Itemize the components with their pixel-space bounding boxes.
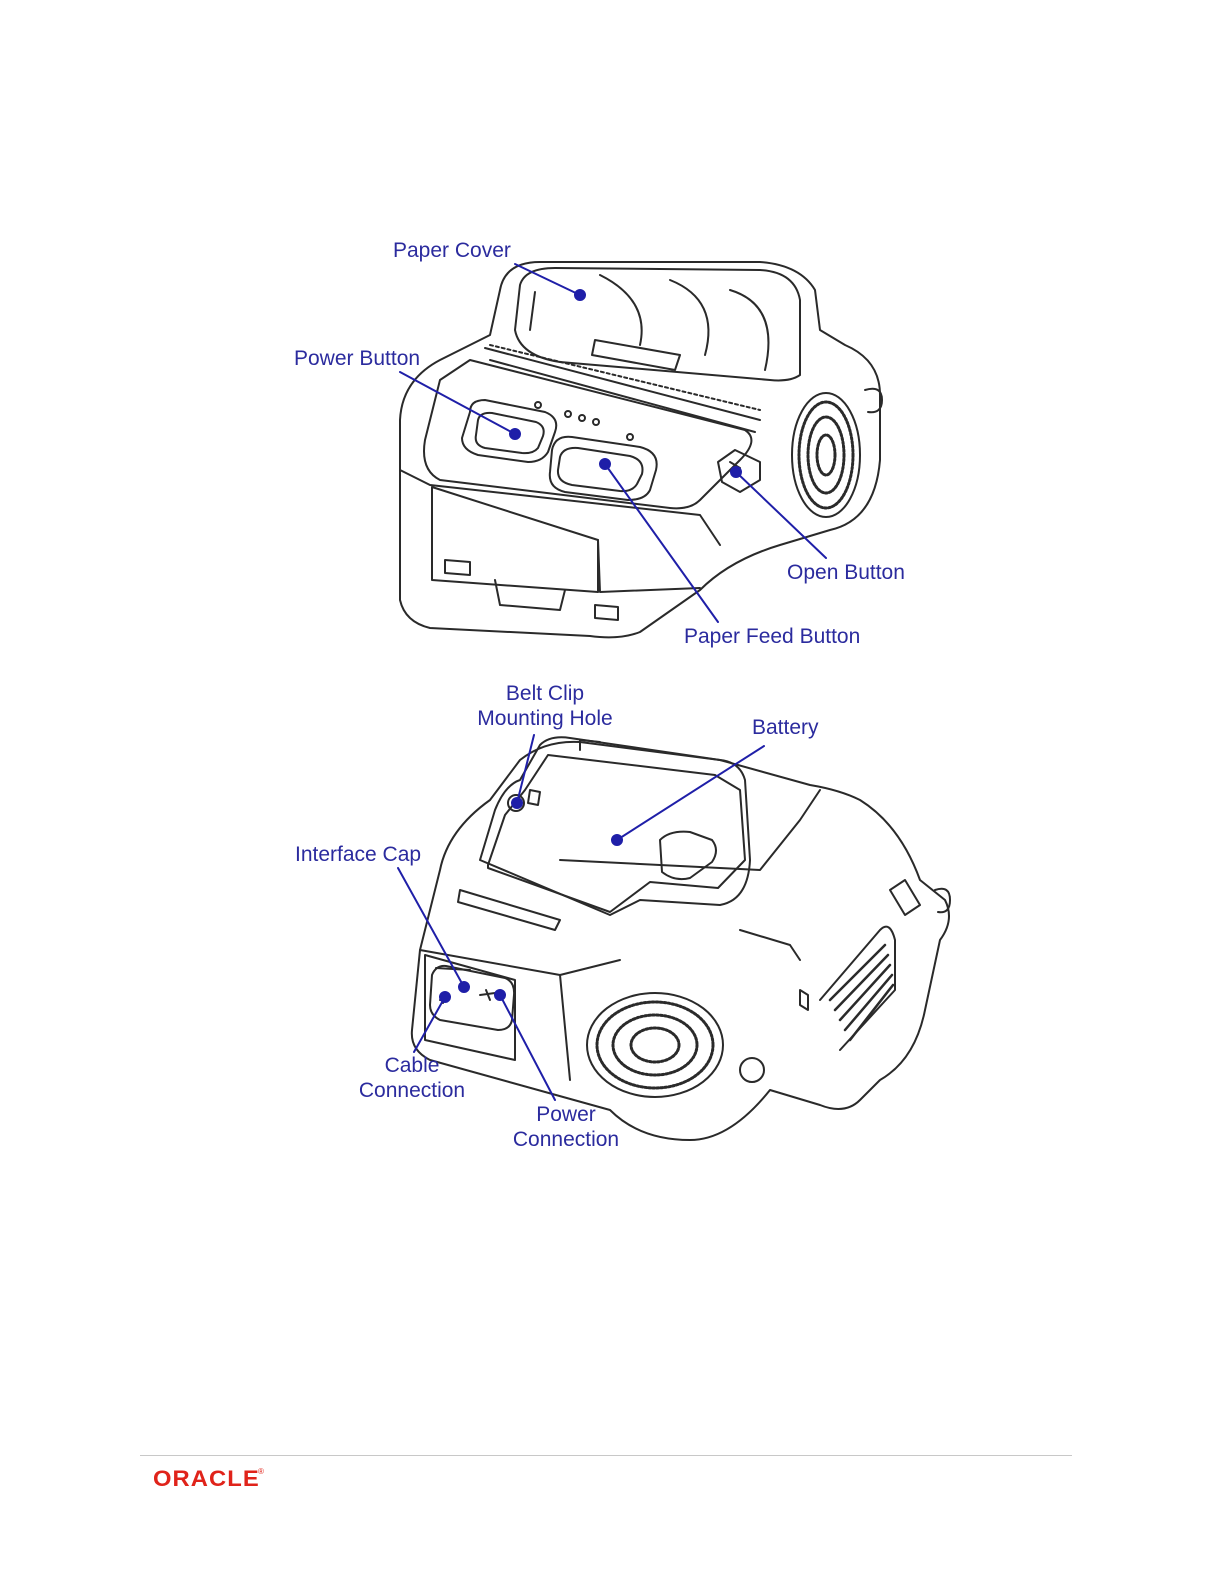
label-open-button: Open Button [787, 560, 905, 585]
footer-divider [140, 1455, 1072, 1456]
label-power-connection-line1: Power [536, 1102, 596, 1127]
label-cable-connection-line1: Cable [385, 1053, 440, 1078]
registered-mark: ® [258, 1467, 264, 1476]
label-paper-feed-button: Paper Feed Button [684, 624, 860, 649]
label-power-connection-line2: Connection [513, 1127, 619, 1152]
printer-bottom-view [412, 737, 950, 1140]
oracle-logo: ORACLE [153, 1466, 260, 1492]
label-belt-clip-line2: Mounting Hole [477, 706, 612, 731]
label-interface-cap: Interface Cap [295, 842, 421, 867]
label-cable-connection-line2: Connection [359, 1078, 465, 1103]
label-paper-cover: Paper Cover [393, 238, 511, 263]
label-power-button: Power Button [294, 346, 420, 371]
label-battery: Battery [752, 715, 819, 740]
label-belt-clip-line1: Belt Clip [506, 681, 584, 706]
callout-lines [398, 264, 826, 1100]
